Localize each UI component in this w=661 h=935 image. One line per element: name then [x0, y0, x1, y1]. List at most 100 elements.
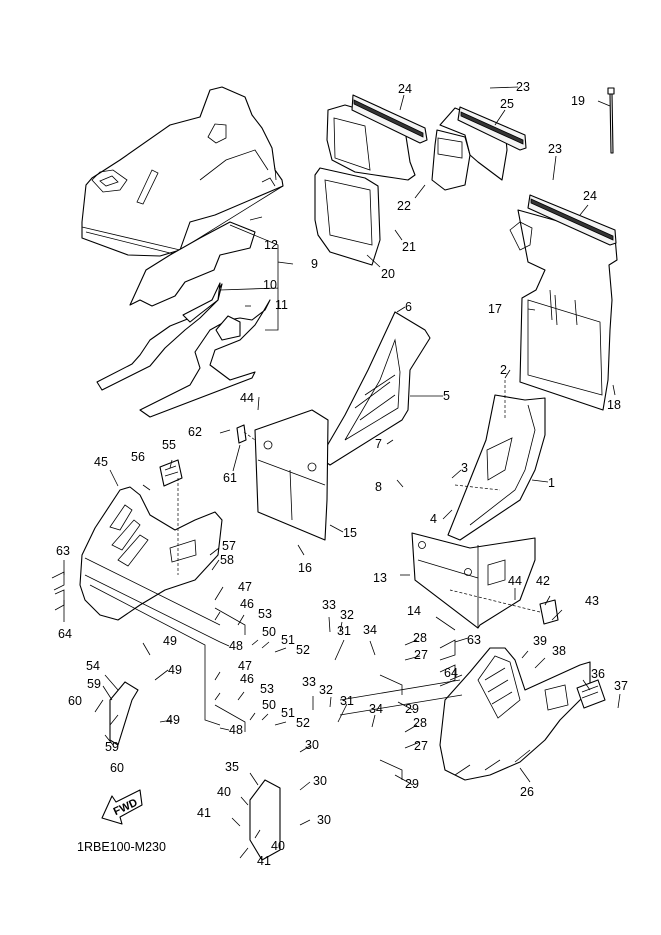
side-cover-5[interactable]: [319, 311, 431, 466]
callout-49-a[interactable]: 49: [163, 634, 177, 648]
callout-20[interactable]: 20: [381, 267, 395, 281]
bracket-15[interactable]: [254, 409, 329, 541]
callout-50-upper[interactable]: 50: [262, 625, 276, 639]
callout-60-upper[interactable]: 60: [68, 694, 82, 708]
callout-49-b[interactable]: 49: [168, 663, 182, 677]
upper-cover-part[interactable]: [81, 86, 284, 257]
callout-60-lower[interactable]: 60: [110, 761, 124, 775]
callout-61[interactable]: 61: [223, 471, 237, 485]
callout-9[interactable]: 9: [311, 257, 318, 271]
stay-35[interactable]: [249, 779, 281, 861]
cover-sheet-12[interactable]: [129, 221, 256, 307]
callout-14[interactable]: 14: [407, 604, 421, 618]
callout-45[interactable]: 45: [94, 455, 108, 469]
callout-30-c[interactable]: 30: [317, 813, 331, 827]
callout-21[interactable]: 21: [402, 240, 416, 254]
callout-35[interactable]: 35: [225, 760, 239, 774]
callout-57[interactable]: 57: [222, 539, 236, 553]
callout-37[interactable]: 37: [614, 679, 628, 693]
clip-55[interactable]: [159, 459, 183, 487]
callout-11[interactable]: 11: [275, 298, 288, 312]
callout-46-lower[interactable]: 46: [240, 672, 254, 686]
callout-63-right[interactable]: 63: [467, 633, 481, 647]
cable-tie-19[interactable]: [607, 87, 615, 154]
cover-sheet-11[interactable]: [139, 299, 271, 418]
side-panel-1[interactable]: [447, 394, 546, 541]
callout-10[interactable]: 10: [263, 278, 277, 292]
duct-22[interactable]: [431, 129, 471, 191]
callout-31-lower[interactable]: 31: [340, 694, 354, 708]
callout-34-upper[interactable]: 34: [363, 623, 377, 637]
callout-53-upper[interactable]: 53: [258, 607, 272, 621]
callout-34-lower[interactable]: 34: [369, 702, 383, 716]
callout-13[interactable]: 13: [373, 571, 387, 585]
callout-19[interactable]: 19: [571, 94, 585, 108]
callout-27-lower[interactable]: 27: [414, 739, 428, 753]
callout-32-upper[interactable]: 32: [340, 608, 354, 622]
callout-26[interactable]: 26: [520, 785, 534, 799]
side-cover-45[interactable]: [79, 486, 223, 621]
callout-40-upper[interactable]: 40: [217, 785, 231, 799]
callout-25[interactable]: 25: [500, 97, 514, 111]
callout-31-upper[interactable]: 31: [337, 624, 351, 638]
callout-16[interactable]: 16: [298, 561, 312, 575]
callout-29-upper[interactable]: 29: [405, 702, 419, 716]
callout-7[interactable]: 7: [375, 437, 382, 451]
callout-53-lower[interactable]: 53: [260, 682, 274, 696]
seal-24-left[interactable]: [351, 94, 428, 144]
stay-54[interactable]: [109, 681, 139, 746]
callout-40-lower[interactable]: 40: [271, 839, 285, 853]
callout-30-a[interactable]: 30: [305, 738, 319, 752]
callout-49-c[interactable]: 49: [166, 713, 180, 727]
callout-4[interactable]: 4: [430, 512, 437, 526]
callout-18[interactable]: 18: [607, 398, 621, 412]
callout-64-right[interactable]: 64: [444, 666, 458, 680]
callout-6[interactable]: 6: [405, 300, 412, 314]
callout-28-lower[interactable]: 28: [413, 716, 427, 730]
callout-29-lower[interactable]: 29: [405, 777, 419, 791]
callout-28-upper[interactable]: 28: [413, 631, 427, 645]
side-cover-26[interactable]: [439, 647, 591, 781]
callout-12[interactable]: 12: [264, 238, 278, 252]
callout-41-lower[interactable]: 41: [257, 854, 271, 868]
callout-3[interactable]: 3: [461, 461, 468, 475]
callout-5[interactable]: 5: [443, 389, 450, 403]
callout-36[interactable]: 36: [591, 667, 605, 681]
bracket-36[interactable]: [576, 679, 606, 709]
callout-42[interactable]: 42: [536, 574, 550, 588]
callout-43[interactable]: 43: [585, 594, 599, 608]
callout-33-upper[interactable]: 33: [322, 598, 336, 612]
bracket-42[interactable]: [539, 599, 559, 625]
callout-44-upper[interactable]: 44: [240, 391, 254, 405]
callout-64-left[interactable]: 64: [58, 627, 72, 641]
callout-39[interactable]: 39: [533, 634, 547, 648]
seal-25[interactable]: [457, 106, 527, 151]
callout-48-upper[interactable]: 48: [229, 639, 243, 653]
callout-1[interactable]: 1: [548, 476, 555, 490]
callout-56[interactable]: 56: [131, 450, 145, 464]
callout-54[interactable]: 54: [86, 659, 100, 673]
callout-46-upper[interactable]: 46: [240, 597, 254, 611]
callout-22[interactable]: 22: [397, 199, 411, 213]
callout-52-upper[interactable]: 52: [296, 643, 310, 657]
callout-63-left[interactable]: 63: [56, 544, 70, 558]
stay-rods[interactable]: [84, 557, 463, 780]
callout-51-upper[interactable]: 51: [281, 633, 295, 647]
callout-24-left[interactable]: 24: [398, 82, 412, 96]
callout-41-upper[interactable]: 41: [197, 806, 211, 820]
callout-38[interactable]: 38: [552, 644, 566, 658]
air-duct-20[interactable]: [314, 167, 381, 266]
callout-2[interactable]: 2: [500, 363, 507, 377]
callout-17[interactable]: 17: [488, 302, 502, 316]
callout-8[interactable]: 8: [375, 480, 382, 494]
callout-30-b[interactable]: 30: [313, 774, 327, 788]
callout-47-upper[interactable]: 47: [238, 580, 252, 594]
seal-24-right[interactable]: [527, 194, 617, 246]
callout-32-lower[interactable]: 32: [319, 683, 333, 697]
callout-47-lower[interactable]: 47: [238, 659, 252, 673]
callout-44-lower[interactable]: 44: [508, 574, 522, 588]
callout-62[interactable]: 62: [188, 425, 202, 439]
callout-59-upper[interactable]: 59: [87, 677, 101, 691]
callout-51-lower[interactable]: 51: [281, 706, 295, 720]
side-panel-17[interactable]: [509, 209, 618, 411]
